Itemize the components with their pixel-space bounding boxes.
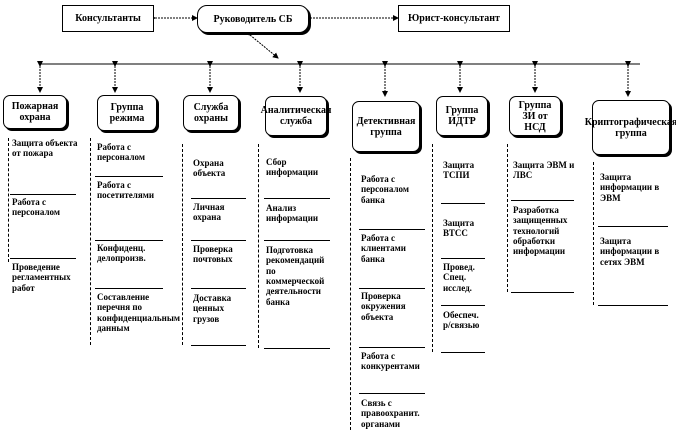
column-guide-line — [258, 144, 259, 348]
function-divider — [441, 203, 485, 204]
department-function: Связь с правоохранит. органами — [361, 398, 420, 429]
department-function: Разработка защищенных технологий обработ… — [513, 205, 568, 257]
department-header: Группа режима — [97, 95, 157, 131]
department-function: Защита информации в ЭВМ — [600, 172, 660, 203]
department-function: Проведение регламентных работ — [12, 262, 71, 293]
lawyer-box: Юрист-консультант — [398, 5, 510, 32]
column-guide-line — [8, 138, 9, 262]
column-guide-line — [507, 144, 508, 292]
function-divider — [95, 288, 163, 289]
department-function: Конфиденц. делопроизв. — [97, 243, 146, 264]
function-divider — [191, 288, 246, 289]
department-function: Проверка почтовых — [193, 244, 233, 265]
department-function: Составление перечня по конфиденциальным … — [97, 292, 180, 334]
department-header: Группа ЗИ от НСД — [509, 96, 561, 136]
department-function: Сбор информации — [266, 157, 319, 178]
column-guide-line — [432, 144, 433, 352]
function-divider — [511, 292, 574, 293]
function-divider — [191, 198, 246, 199]
department-function: Подготовка рекомендаций по коммерческой … — [266, 245, 325, 307]
function-divider — [598, 305, 668, 306]
function-divider — [95, 176, 163, 177]
department-function: Защита ТСПИ — [443, 160, 475, 181]
column-guide-line — [350, 158, 351, 430]
department-function: Защита ЭВМ и ЛВС — [513, 160, 575, 181]
function-divider — [10, 258, 76, 259]
department-function: Работа с конкурентами — [361, 351, 420, 372]
function-divider — [10, 194, 76, 195]
department-function: Защита информации в сетях ЭВМ — [600, 236, 660, 267]
function-divider — [191, 240, 246, 241]
function-divider — [441, 352, 485, 353]
function-divider — [191, 345, 246, 346]
function-divider — [264, 240, 330, 241]
department-function: Провед. Спец. исслед. — [443, 262, 475, 293]
head-sb-box: Руководитель СБ — [197, 5, 309, 33]
function-divider — [359, 347, 425, 348]
column-guide-line — [593, 162, 594, 305]
department-function: Проверка окружения объекта — [361, 291, 406, 322]
consultants-box: Консультанты — [62, 5, 154, 32]
function-divider — [511, 200, 574, 201]
function-divider — [359, 288, 425, 289]
department-function: Охрана объекта — [193, 158, 226, 179]
department-function: Работа с персоналом — [12, 197, 60, 218]
department-header: Детективная группа — [352, 101, 420, 152]
function-divider — [441, 258, 485, 259]
department-function: Анализ информации — [266, 203, 319, 224]
department-function: Доставка ценных грузов — [193, 293, 232, 324]
department-header: Служба охраны — [183, 95, 239, 131]
department-function: Обеспеч. р/связью — [443, 310, 480, 331]
function-divider — [359, 393, 425, 394]
department-function: Защита объекта от пожара — [12, 138, 78, 159]
department-header: Пожарная охрана — [3, 95, 67, 129]
column-guide-line — [90, 138, 91, 345]
function-divider — [264, 198, 330, 199]
department-header: Криптографическая группа — [585, 100, 676, 155]
column-guide-line — [182, 144, 183, 345]
department-function: Работа с персоналом банка — [361, 174, 409, 205]
department-header: Группа ИДТР — [436, 96, 488, 136]
function-divider — [441, 305, 485, 306]
department-function: Работа с персоналом — [97, 142, 145, 163]
department-function: Защита ВТСС — [443, 218, 475, 239]
department-function: Работа с посетителями — [97, 180, 155, 201]
department-header: Аналитическая служба — [261, 96, 331, 136]
function-divider — [264, 348, 330, 349]
function-divider — [598, 226, 668, 227]
function-divider — [359, 229, 425, 230]
department-function: Личная охрана — [193, 202, 225, 223]
department-function: Работа с клиентами банка — [361, 233, 406, 264]
function-divider — [95, 240, 163, 241]
